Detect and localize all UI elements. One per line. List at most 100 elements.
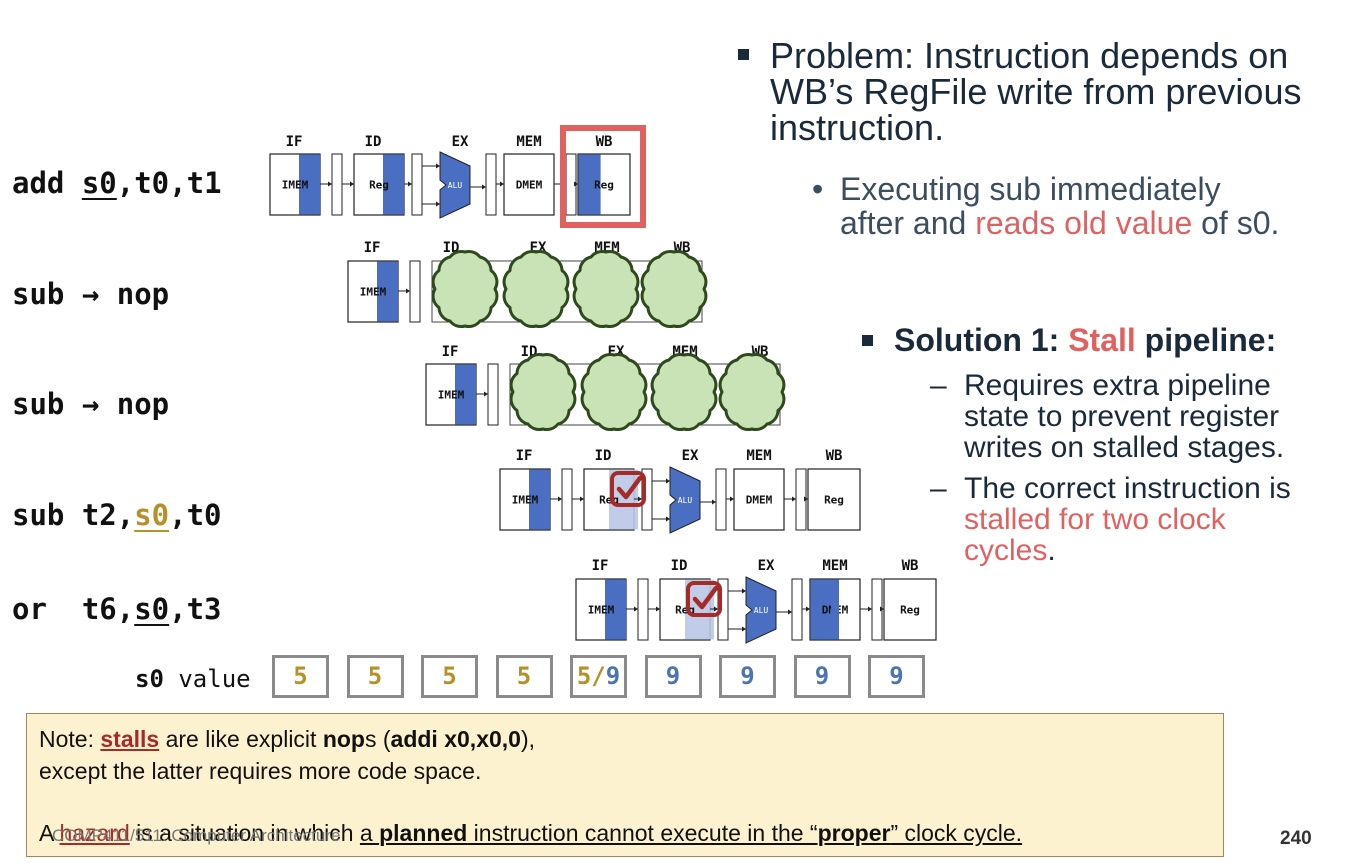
alu-shape (439, 151, 471, 219)
bullet-square-icon (738, 49, 749, 60)
stage-label-if: IF (516, 448, 533, 464)
wire-arrowhead (880, 606, 884, 612)
stage-label-wb: WB (826, 448, 843, 464)
s0-value-text: 5 (442, 662, 457, 690)
wire-arrowhead (788, 609, 792, 615)
pipeline-register (331, 153, 343, 216)
note-line-2: except the latter requires more code spa… (39, 758, 482, 784)
note-line-1: Note: stalls are like explicit nops (add… (39, 726, 536, 752)
wire-arrowhead (328, 181, 332, 187)
s0-value-text: 5 (516, 662, 532, 690)
reg-write-label: Reg (824, 494, 844, 507)
wire-arrowhead (742, 588, 746, 594)
wire-arrowhead (482, 184, 486, 190)
imem-write-half (299, 154, 320, 215)
s0-value-text: 5 (293, 662, 308, 690)
dmem-read-half (810, 579, 832, 640)
wire-arrowhead (656, 606, 660, 612)
s0-value-box: 5 (495, 655, 553, 698)
s0-value-box: 9 (719, 655, 776, 698)
wire-arrowhead (500, 181, 504, 187)
reg-write-read-half (578, 154, 601, 215)
pipeline-register (715, 468, 727, 531)
wire-arrowhead (666, 516, 670, 522)
stage-label-if: IF (364, 240, 381, 256)
reg-write-label: Reg (594, 179, 614, 192)
bullet-dot-icon: • (812, 171, 824, 207)
wire-arrowhead (436, 163, 440, 169)
instruction-sub-nop-2: sub → nop (12, 387, 170, 421)
pipeline-register (637, 578, 649, 641)
pipeline-register (561, 468, 573, 531)
dmem-box (733, 468, 785, 531)
reg-write-label: Reg (900, 604, 920, 617)
stage-label-ex: EX (758, 558, 775, 574)
stage-label-id: ID (671, 558, 688, 574)
stage-label-mem: MEM (746, 448, 771, 464)
check-mark (616, 475, 643, 500)
check-box (686, 581, 722, 617)
dmem-active (831, 579, 839, 640)
alu-shape (745, 576, 777, 644)
instruction-or: or t6,s0,t3 (12, 592, 222, 626)
wire-arrowhead (484, 391, 488, 397)
stage-label-mem: MEM (822, 558, 847, 574)
s0-value-text: / (591, 662, 606, 690)
stage-label-ex: EX (452, 134, 469, 150)
stage-label-id: ID (595, 448, 612, 464)
bubble-cloud-icon (650, 353, 718, 431)
wire-arrowhead (806, 606, 810, 612)
reg-write-box (807, 468, 861, 531)
bubble-cloud-icon (502, 250, 570, 328)
s0-value-box: 9 (793, 655, 851, 698)
reg-read-write-half (383, 154, 404, 215)
s0-value-box: 5 (421, 655, 478, 698)
stage-label-id: ID (365, 134, 382, 150)
imem-label: IMEM (438, 389, 465, 402)
wire-arrowhead (558, 496, 562, 502)
imem-write-half (455, 364, 476, 425)
footer-course: COMP411/511: Computer Architecture (52, 826, 341, 845)
dmem-label: DMEM (516, 179, 543, 192)
s0-value-text: 9 (814, 662, 830, 690)
wire-arrowhead (574, 181, 578, 187)
pipeline-register (409, 260, 421, 323)
page-number: 240 (1280, 828, 1312, 849)
stage-label-wb: WB (902, 558, 919, 574)
imem-label: IMEM (588, 604, 615, 617)
stage-label-wb: WB (596, 134, 613, 150)
instruction-sub: sub t2,s0,t0 (12, 498, 222, 532)
bubble-cloud-icon (509, 353, 577, 431)
imem-label: IMEM (512, 494, 539, 507)
wire-arrowhead (804, 496, 808, 502)
wire-arrowhead (436, 201, 440, 207)
s0-value-label: s0 value (135, 665, 251, 693)
bullet-square-icon (862, 335, 873, 346)
s0-value-box: 5 (272, 655, 329, 698)
wire-arrowhead (730, 496, 734, 502)
stage-label-if: IF (442, 344, 459, 360)
alu-label: ALU (448, 181, 463, 190)
check-mark (692, 585, 719, 610)
s0-value-text: 5 (576, 662, 592, 690)
s0-value-box: 9 (868, 655, 925, 698)
bubble-cloud-icon (718, 353, 786, 431)
wire-arrowhead (742, 626, 746, 632)
pipeline-register (485, 153, 497, 216)
wire-arrowhead (580, 496, 584, 502)
note-line-3: A hazard is a situation in which a plann… (39, 820, 1023, 846)
s0-value-box: 5 (346, 655, 404, 698)
pipeline-register (791, 578, 803, 641)
wire-arrowhead (638, 496, 642, 502)
dmem-label: DMEM (746, 494, 773, 507)
wire-arrowhead (792, 496, 796, 502)
wire-arrowhead (350, 181, 354, 187)
wire-arrowhead (712, 499, 716, 505)
pipeline-register (411, 153, 423, 216)
s0-value-box: 5/9 (570, 655, 627, 698)
bubble-cloud-icon (572, 250, 640, 328)
